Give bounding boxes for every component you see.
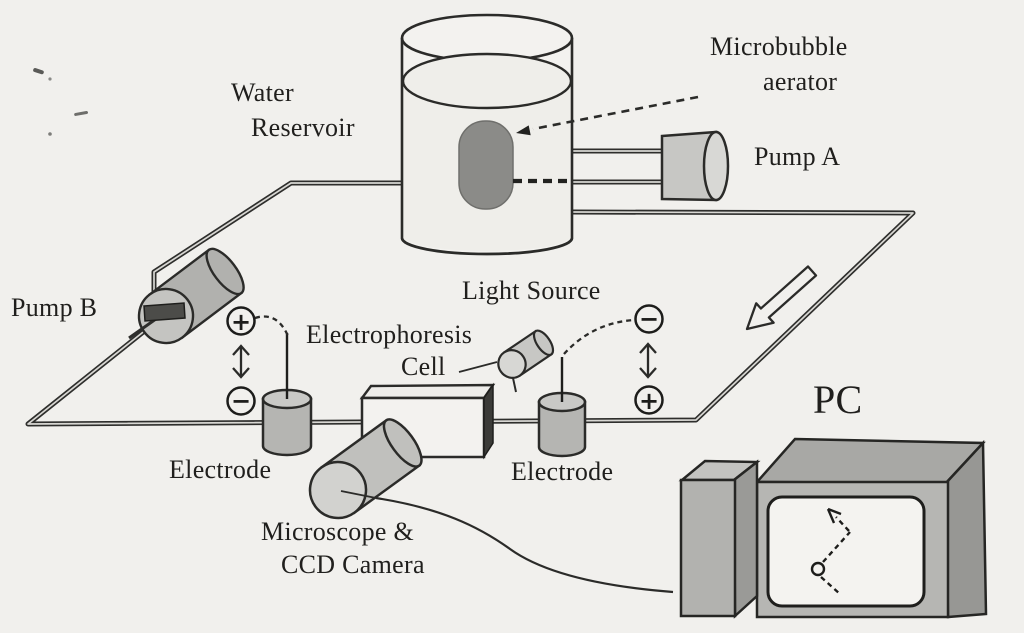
plus-circle-icon (634, 385, 664, 415)
paper-specks (33, 68, 89, 136)
pc-label: PC (813, 377, 863, 422)
pc-screen (766, 495, 926, 608)
minus-symbol: − (639, 305, 659, 333)
updown-arrow-icon (232, 344, 250, 356)
polarity-symbols-right: − + (634, 304, 664, 415)
electrode-right (537, 357, 587, 458)
electrophoresis-cell-label-line1: Electrophoresis (306, 320, 473, 349)
polarity-lead-right (563, 318, 635, 355)
particle-trajectory (810, 507, 851, 595)
tubing-loop (25, 148, 916, 427)
electrode-left-label: Electrode (169, 455, 272, 484)
electrode-right-label: Electrode (511, 457, 614, 486)
polarity-lead-left (254, 315, 290, 337)
pump-b-label: Pump B (11, 293, 98, 322)
minus-circle-icon (634, 304, 664, 334)
microscope-label-line2: CCD Camera (281, 550, 425, 579)
pump-a (660, 130, 730, 202)
pc-monitor (754, 437, 988, 619)
electrophoresis-cell (359, 382, 496, 460)
plus-circle-icon (226, 306, 256, 336)
water-reservoir (400, 13, 574, 256)
microbubble-aerator (458, 120, 514, 210)
trajectory-arrowhead-icon (826, 507, 842, 524)
water-reservoir-label-line2: Reservoir (251, 113, 355, 142)
light-source-label: Light Source (462, 276, 601, 305)
cell-label-leader-line (458, 361, 498, 373)
polarity-symbols-left: + − (226, 306, 256, 416)
particle-icon (810, 561, 826, 577)
camera-cable (375, 496, 674, 594)
microbubble-aerator-label-line1: Microbubble (710, 32, 848, 61)
plus-symbol: + (231, 308, 251, 336)
electrophoresis-cell-label-line2: Cell (401, 352, 446, 381)
electrode-left (261, 333, 313, 457)
pump-b (128, 247, 245, 345)
updown-arrow-icon (639, 342, 657, 354)
flow-direction-arrow (745, 265, 818, 331)
minus-symbol: − (231, 387, 251, 415)
minus-circle-icon (226, 386, 256, 416)
light-beam-line (512, 377, 517, 393)
light-source (497, 329, 555, 393)
water-reservoir-label-line1: Water (231, 78, 294, 107)
microbubble-aerator-label-line2: aerator (763, 67, 838, 96)
microscope-ccd-camera (308, 418, 674, 594)
pump-a-label: Pump A (754, 142, 841, 171)
water-surface (401, 52, 573, 110)
aerator-pointer-arrow (516, 95, 699, 136)
plus-symbol: + (639, 387, 659, 415)
pump-b-inlet-port (143, 302, 186, 322)
microscope-label-line1: Microscope & (261, 517, 415, 546)
pc-tower (678, 459, 761, 619)
